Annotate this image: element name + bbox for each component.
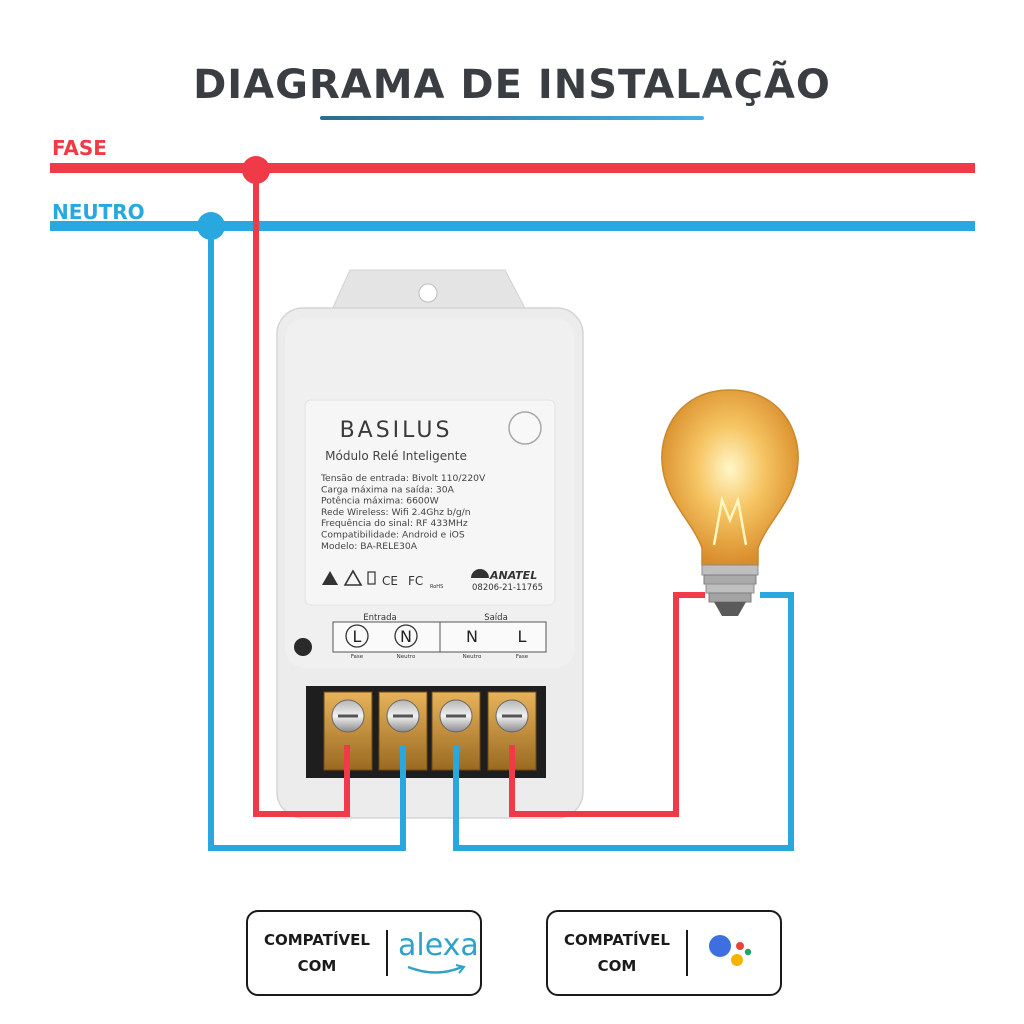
terminal-caption: Fase <box>516 654 529 660</box>
terminal-letter: N <box>466 627 478 646</box>
device-spec-line: Compatibilidade: Android e iOS <box>321 530 465 541</box>
device-spec-line: Frequência do sinal: RF 433MHz <box>321 518 468 529</box>
anatel-code: 08206-21-11765 <box>472 583 543 593</box>
alexa-badge-text: COMPATÍVEL COM <box>248 927 386 979</box>
device-spec-line: Potência máxima: 6600W <box>321 496 439 507</box>
anatel-logo-icon <box>471 569 489 578</box>
mounting-hole <box>418 283 438 303</box>
device-product: Módulo Relé Inteligente <box>325 449 467 463</box>
wires <box>208 168 794 851</box>
fase-label: FASE <box>52 136 107 160</box>
google-badge-separator <box>686 930 688 976</box>
terminal-caption: Fase <box>351 654 364 660</box>
title-underline <box>320 116 704 120</box>
neutro-output-wire <box>453 592 794 851</box>
saida-label: Saída <box>484 613 508 623</box>
fase-junction <box>242 156 270 184</box>
device-spec-line: Tensão de entrada: Bivolt 110/220V <box>320 473 486 484</box>
terminal-caption: Neutro <box>397 654 416 660</box>
fase-output-wire <box>509 592 705 817</box>
google-badge-line1: COMPATÍVEL <box>564 931 670 949</box>
terminal-letter-circle <box>345 624 369 648</box>
alexa-compatible-badge: COMPATÍVEL COM alexa <box>246 910 482 996</box>
alexa-badge-separator <box>386 930 388 976</box>
device-spec-line: Rede Wireless: Wifi 2.4Ghz b/g/n <box>321 507 471 518</box>
status-led <box>294 638 312 656</box>
entrada-label: Entrada <box>363 613 396 623</box>
terminal-letter: L <box>353 627 362 646</box>
certification-marks: CE FC RoHS <box>322 569 443 590</box>
terminal-letter: N <box>400 627 412 646</box>
light-bulb-icon <box>661 389 799 616</box>
terminal-labels: L Fase N Neutro N Neutro L Fase <box>345 624 529 660</box>
weee-icon <box>367 571 376 585</box>
google-assistant-compatible-badge: COMPATÍVEL COM <box>546 910 782 996</box>
ce-mark: CE <box>382 574 398 588</box>
device-spec-line: Carga máxima na saída: 30A <box>321 484 455 495</box>
terminal-letter: L <box>518 627 527 646</box>
neutro-junction <box>197 212 225 240</box>
alexa-badge-line1: COMPATÍVEL <box>264 931 370 949</box>
device-spec-line: Modelo: BA-RELE30A <box>321 541 418 552</box>
fase-input-wire <box>253 168 350 817</box>
rcm-icon <box>343 569 363 586</box>
device-brand: BASILUS <box>340 418 453 443</box>
amazon-smile-icon <box>407 964 466 974</box>
rohs-mark: RoHS <box>430 584 443 590</box>
warning-icon <box>322 571 338 585</box>
fc-mark: FC <box>408 574 423 588</box>
neutro-input-wire <box>208 226 406 851</box>
page-title: DIAGRAMA DE INSTALAÇÃO <box>193 62 831 108</box>
anatel-name: ANATEL <box>489 569 537 582</box>
terminal-letter-circle <box>394 624 418 648</box>
relay-module <box>276 269 584 819</box>
module-label-area <box>304 399 556 606</box>
pairing-button <box>508 411 542 445</box>
google-assistant-icon <box>709 935 752 966</box>
neutro-label: NEUTRO <box>52 200 145 224</box>
device-spec-list: Tensão de entrada: Bivolt 110/220VCarga … <box>320 473 486 552</box>
google-badge-line2: COM <box>597 957 637 975</box>
google-badge-text: COMPATÍVEL COM <box>548 927 686 979</box>
terminal-caption: Neutro <box>463 654 482 660</box>
alexa-badge-line2: COM <box>297 957 337 975</box>
alexa-logo-word: alexa <box>398 928 479 963</box>
